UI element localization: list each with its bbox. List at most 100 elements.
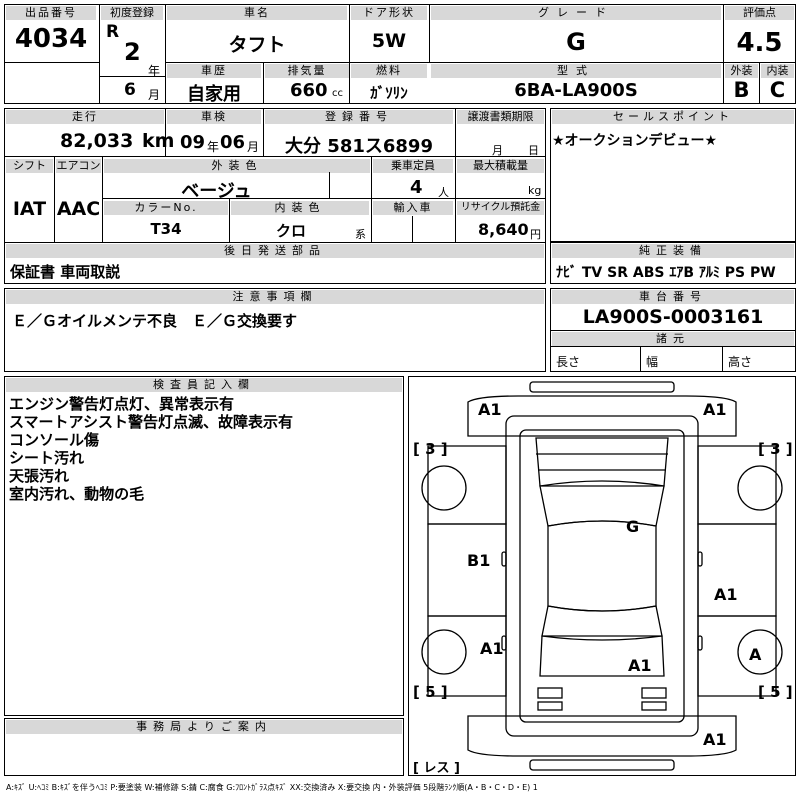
damage-a1-left-rear: A1: [480, 639, 504, 658]
genuine-equipment: ﾅﾋﾞ TV SR ABS ｴｱB ｱﾙﾐ PS PW: [556, 265, 776, 281]
mileage: 82,033: [60, 130, 134, 152]
genuine-header: 純正装備: [552, 244, 794, 258]
inspection-header: 車検: [167, 110, 261, 124]
tire-rear-right: [ 5 ]: [758, 683, 793, 701]
mileage-unit: km: [142, 130, 175, 152]
inspection-year-unit: 年: [207, 140, 220, 154]
damage-a-right-rear-wheel: A: [749, 645, 762, 664]
exterior-header: 外装: [725, 64, 758, 78]
history-header: 車歴: [167, 64, 261, 78]
plate: 大分 581ス6899: [285, 136, 433, 157]
caution-text: Ｅ／Ｇオイルメンテ不良 Ｅ／Ｇ交換要す: [12, 312, 298, 330]
inspection-month-unit: 月: [247, 140, 260, 154]
exterior-grade: B: [733, 78, 750, 102]
caution-header: 注意事項欄: [6, 290, 544, 304]
color-no: T34: [150, 220, 182, 238]
recycle: 8,640: [478, 220, 529, 239]
note-3: コンソール傷: [9, 431, 100, 449]
shift: IAT: [12, 198, 47, 220]
office-header: 事務局よりご案内: [6, 720, 402, 734]
damage-a1-rear-center: A1: [628, 656, 652, 675]
damage-g-roof: G: [626, 517, 640, 536]
door-header: ドア形状: [351, 6, 427, 20]
later-parts-header: 後日発送部品: [6, 244, 544, 258]
capacity: 4: [410, 177, 423, 198]
damage-b1-left-door: B1: [467, 551, 491, 570]
score: 4.5: [736, 28, 783, 58]
damage-a1-rear-bumper: A1: [703, 730, 727, 749]
grade-header: グレード: [431, 6, 721, 20]
sales-point: ★オークションデビュー★: [552, 133, 718, 149]
car-diagram: [421, 381, 783, 771]
car-name: タフト: [228, 34, 286, 56]
interior-header: 内装: [761, 64, 794, 78]
chassis-number: LA900S-0003161: [582, 306, 764, 328]
sales-point-header: セールスポイント: [552, 110, 794, 124]
spec-length: 長さ: [556, 355, 581, 369]
grade: G: [566, 28, 586, 56]
caution-box: [4, 288, 546, 372]
inspector-header: 検査員記入欄: [6, 378, 402, 392]
chassis-header: 車台番号: [552, 290, 794, 304]
era: R: [106, 22, 120, 42]
note-6: 室内汚れ、動物の毛: [9, 485, 145, 503]
recycle-unit: 円: [530, 228, 541, 241]
load-unit: kg: [528, 184, 542, 197]
int-color: クロ: [275, 222, 306, 240]
inspector-box: [4, 376, 404, 716]
mileage-header: 走行: [6, 110, 164, 124]
capacity-header: 乗車定員: [373, 159, 453, 173]
office-box: [4, 718, 404, 776]
tire-front-right: [ 3 ]: [758, 440, 793, 458]
specs-header: 諸元: [552, 332, 794, 346]
note-4: シート汚れ: [9, 449, 85, 467]
door-type: 5W: [371, 30, 407, 52]
later-parts: 保証書 車両取説: [10, 263, 121, 281]
score-header: 評価点: [725, 6, 794, 20]
note-5: 天張汚れ: [9, 467, 70, 485]
aircon: AAC: [56, 198, 101, 220]
damage-a1-right-rear-door: A1: [714, 585, 738, 604]
history: 自家用: [187, 84, 241, 105]
mid-block: [4, 108, 546, 284]
transfer-month-unit: 月: [492, 144, 503, 157]
plate-header: 登録番号: [265, 110, 453, 124]
transfer-day-unit: 日: [528, 144, 539, 157]
reg-year-unit: 年: [148, 64, 161, 78]
interior-grade: C: [769, 78, 786, 102]
ext-color-header: 外装色: [104, 159, 370, 173]
shift-header: シフト: [6, 159, 53, 173]
car-name-header: 車名: [167, 6, 347, 20]
displacement-unit: cc: [332, 88, 343, 99]
top-block: [4, 4, 796, 104]
recycle-header: リサイクル預託金: [457, 201, 544, 215]
note-2: スマートアシスト警告灯点滅、故障表示有: [9, 413, 293, 431]
damage-a1-front-right: A1: [703, 400, 727, 419]
tire-rear-left: [ 5 ]: [413, 683, 448, 701]
damage-a1-front-left: A1: [478, 400, 502, 419]
tire-spare: [ レス ]: [413, 761, 460, 776]
note-1: エンジン警告灯点灯、異常表示有: [9, 395, 235, 413]
sales-point-box: [550, 108, 796, 242]
inspection-year: 09: [180, 132, 206, 153]
genuine-box: [550, 242, 796, 284]
int-suffix: 系: [355, 228, 366, 241]
legend: A:ｷｽﾞ U:ﾍｺﾐ B:ｷｽﾞを伴うﾍｺﾐ P:要塗装 W:補修跡 S:錆 …: [6, 783, 538, 792]
lot-number: 4034: [14, 24, 88, 54]
capacity-unit: 人: [438, 186, 449, 199]
car-diagram-box: [408, 376, 796, 776]
lot-header: 出品番号: [6, 6, 96, 20]
reg-month: 6: [124, 80, 136, 100]
reg-year: 2: [124, 38, 141, 66]
tire-front-left: [ 3 ]: [413, 440, 448, 458]
spec-width: 幅: [646, 355, 659, 369]
int-color-header: 内装色: [231, 201, 369, 215]
first-reg-header: 初度登録: [101, 6, 163, 20]
displacement-header: 排気量: [265, 64, 349, 78]
aircon-header: エアコン: [56, 159, 101, 173]
model-header: 型式: [431, 64, 721, 78]
displacement: 660: [290, 80, 328, 101]
color-no-header: カラーNo.: [104, 201, 228, 215]
model-code: 6BA-LA900S: [514, 80, 638, 101]
import-header: 輸入車: [373, 201, 453, 215]
